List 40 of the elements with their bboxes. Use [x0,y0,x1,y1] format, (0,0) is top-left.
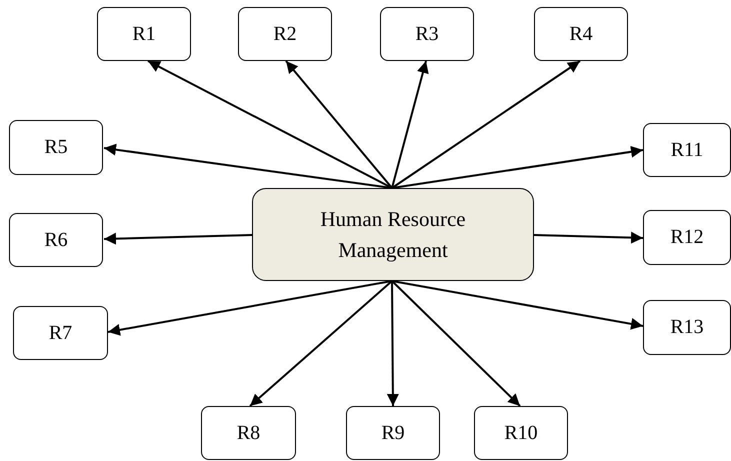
box-label: R3 [415,22,439,46]
box-label: R13 [670,315,704,340]
central-box [252,188,534,281]
box-label: R6 [44,228,68,252]
process-box [643,123,731,177]
arrow [285,60,393,189]
box-label: R1 [132,22,156,46]
arrow [392,280,644,330]
process-box [238,7,332,61]
process-box [643,300,731,355]
box-label: R12 [670,225,704,250]
process-box [9,120,103,175]
arrow [108,280,392,336]
process-box [534,7,628,61]
box-label: R7 [48,320,72,346]
arrow [392,146,644,189]
arrow [249,280,393,407]
arrow [104,144,392,189]
arrow [391,60,581,189]
process-box [474,406,568,460]
arrow [104,232,252,245]
box-label: Human Resource Management [319,206,467,264]
process-box [201,406,296,460]
process-box [380,7,474,61]
box-label: R4 [569,22,593,46]
box-label: R2 [273,22,297,46]
arrow [391,60,429,188]
arrow [534,232,644,244]
process-box [13,306,108,360]
box-label: R11 [670,138,704,162]
box-label: R8 [236,420,260,446]
arrow [391,280,521,407]
process-box [346,406,440,460]
box-label: R9 [381,420,405,446]
process-box [643,210,731,265]
arrow [386,281,399,406]
box-label: R5 [44,135,68,160]
process-box [9,213,103,267]
box-label: R10 [504,420,538,446]
process-box [97,7,191,61]
